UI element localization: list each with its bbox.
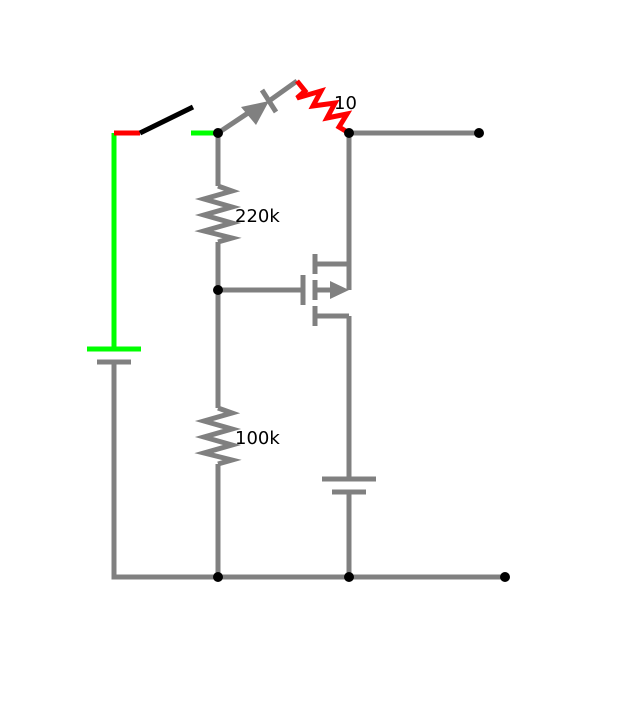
resistor-top[interactable]: 10 bbox=[295, 79, 357, 136]
resistor-top-zigzag bbox=[295, 79, 353, 136]
mosfet-arrow bbox=[330, 281, 349, 299]
diode[interactable] bbox=[216, 78, 299, 136]
voltage-divider: 220k 100k bbox=[194, 133, 280, 577]
wire-diode-in bbox=[216, 110, 250, 136]
node-switch-diode[interactable] bbox=[213, 128, 223, 138]
resistor-top-label: 10 bbox=[334, 93, 357, 114]
resistor-lower-label: 100k bbox=[235, 428, 280, 449]
battery-left[interactable] bbox=[87, 133, 218, 580]
node-gate[interactable] bbox=[213, 285, 223, 295]
resistor-upper-label: 220k bbox=[235, 206, 280, 227]
node-output-top[interactable] bbox=[474, 128, 484, 138]
junction-nodes bbox=[213, 128, 510, 582]
switch-blade bbox=[138, 104, 195, 136]
node-bottom-left[interactable] bbox=[213, 572, 223, 582]
diode-triangle bbox=[241, 101, 269, 125]
node-resistor-drain[interactable] bbox=[344, 128, 354, 138]
switch[interactable] bbox=[114, 104, 218, 136]
node-bottom-mid[interactable] bbox=[344, 572, 354, 582]
resistor-upper[interactable] bbox=[194, 183, 242, 245]
resistor-lower[interactable] bbox=[194, 405, 242, 467]
capacitor[interactable] bbox=[322, 476, 376, 577]
mosfet[interactable] bbox=[300, 254, 349, 326]
node-output-bottom[interactable] bbox=[500, 572, 510, 582]
wire-diode-out bbox=[267, 78, 299, 104]
wire-battery-negative bbox=[111, 362, 218, 580]
